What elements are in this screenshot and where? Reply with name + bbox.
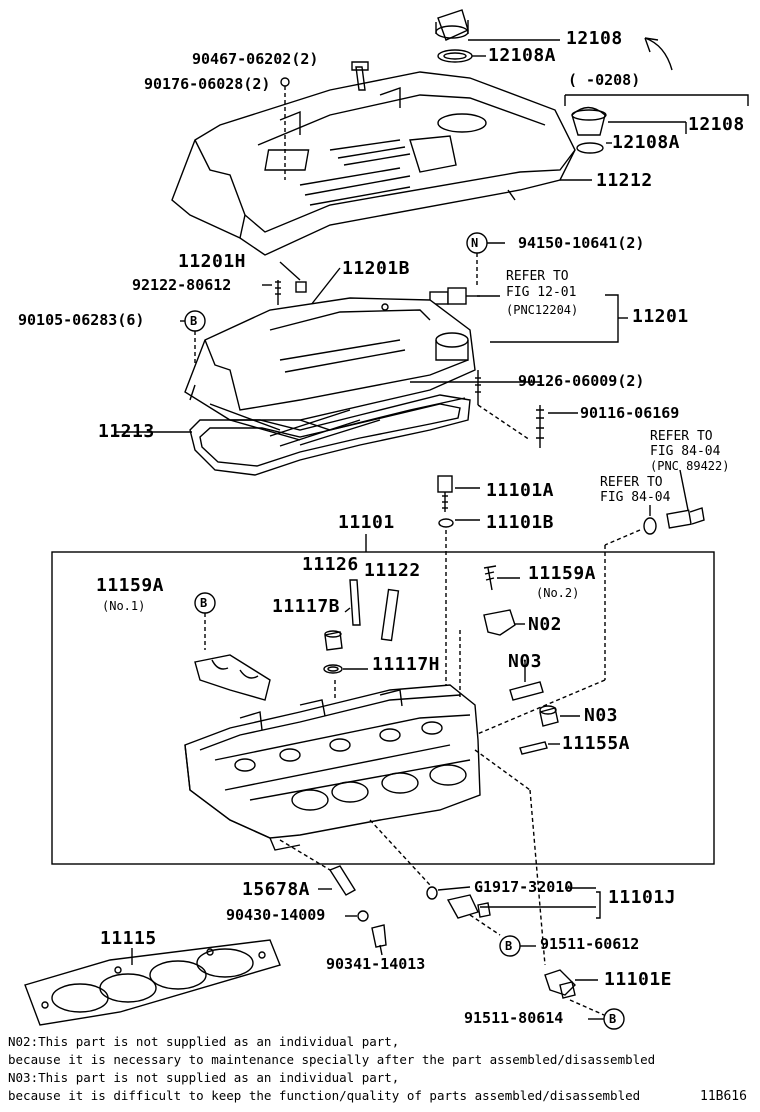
- label-g1917: G1917-32010: [474, 878, 574, 896]
- label-90430: 90430-14009: [226, 906, 326, 924]
- sensor-drawing: [429, 287, 480, 305]
- figure-id: 11B616: [700, 1089, 747, 1104]
- label-90341: 90341-14013: [326, 955, 426, 973]
- label-11101: 11101: [338, 512, 395, 533]
- label-11101j: 11101J: [608, 887, 677, 908]
- pnc-12204: (PNC12204): [506, 303, 579, 317]
- note-n02-line2: because it is necessary to maintenance s…: [8, 1052, 656, 1067]
- label-12108-alt: 12108: [688, 114, 745, 135]
- cylinder-head-drawing: [184, 684, 481, 851]
- label-11117b: 11117B: [272, 596, 341, 617]
- head-gasket-drawing: [24, 939, 281, 1026]
- fig-12-01: FIG 12-01: [506, 285, 577, 300]
- label-15678a: 15678A: [242, 879, 311, 900]
- note-n03-line2: because it is difficult to keep the func…: [8, 1088, 641, 1103]
- refer-to-3: REFER TO: [600, 475, 663, 490]
- no1-label: (No.1): [102, 599, 146, 613]
- label-11213: 11213: [98, 421, 155, 442]
- note-n02-line1: N02:This part is not supplied as an indi…: [8, 1034, 400, 1049]
- n-marker: N: [471, 236, 479, 250]
- b-marker-3: B: [505, 939, 513, 953]
- label-11201b: 11201B: [342, 258, 411, 279]
- cylinder-head-cover-drawing: [184, 297, 476, 441]
- label-11201h: 11201H: [178, 251, 247, 272]
- fig-84-04-a: FIG 84-04: [650, 444, 721, 459]
- label-11101b: 11101B: [486, 512, 555, 533]
- label-n03-a: N03: [508, 651, 543, 672]
- label-n02: N02: [528, 614, 563, 635]
- label-90105: 90105-06283(6): [18, 311, 145, 329]
- oil-filler-cap-drawing: [435, 9, 560, 63]
- label-90467: 90467-06202(2): [192, 50, 319, 68]
- refer-to-2: REFER TO: [650, 429, 713, 444]
- label-91511-60612: 91511-60612: [540, 935, 640, 953]
- label-11117h: 11117H: [372, 654, 441, 675]
- cylinder-head-group-box: [51, 551, 715, 865]
- label-11155a: 11155A: [562, 733, 631, 754]
- b-marker-1: B: [190, 314, 198, 328]
- label-11101e: 11101E: [604, 969, 673, 990]
- label-range: ( -0208): [568, 71, 641, 89]
- label-11159a-no1: 11159A: [96, 575, 165, 596]
- label-90176: 90176-06028(2): [144, 75, 271, 93]
- label-91511-80614: 91511-80614: [464, 1009, 564, 1027]
- label-12108: 12108: [566, 28, 623, 49]
- label-11212: 11212: [596, 170, 653, 191]
- label-11126: 11126: [302, 554, 359, 575]
- refer-to-1: REFER TO: [506, 269, 569, 284]
- b-marker-4: B: [609, 1012, 617, 1026]
- label-90126: 90126-06009(2): [518, 372, 645, 390]
- no2-label: (No.2): [536, 586, 580, 600]
- label-94150: 94150-10641(2): [518, 234, 645, 252]
- label-12108a-alt: 12108A: [612, 132, 681, 153]
- label-90116: 90116-06169: [580, 404, 680, 422]
- label-12108a: 12108A: [488, 45, 557, 66]
- label-11201: 11201: [632, 306, 689, 327]
- label-11159a-no2: 11159A: [528, 563, 597, 584]
- engine-cover-drawing: [171, 61, 592, 256]
- label-n03-b: N03: [584, 705, 619, 726]
- label-11101a: 11101A: [486, 480, 555, 501]
- pnc-89422: (PNC 89422): [650, 459, 730, 473]
- label-11122: 11122: [364, 560, 421, 581]
- label-11115: 11115: [100, 928, 157, 949]
- label-92122: 92122-80612: [132, 276, 232, 294]
- note-n03-line1: N03:This part is not supplied as an indi…: [8, 1070, 400, 1085]
- b-marker-2: B: [200, 596, 208, 610]
- fig-84-04-b: FIG 84-04: [600, 490, 671, 505]
